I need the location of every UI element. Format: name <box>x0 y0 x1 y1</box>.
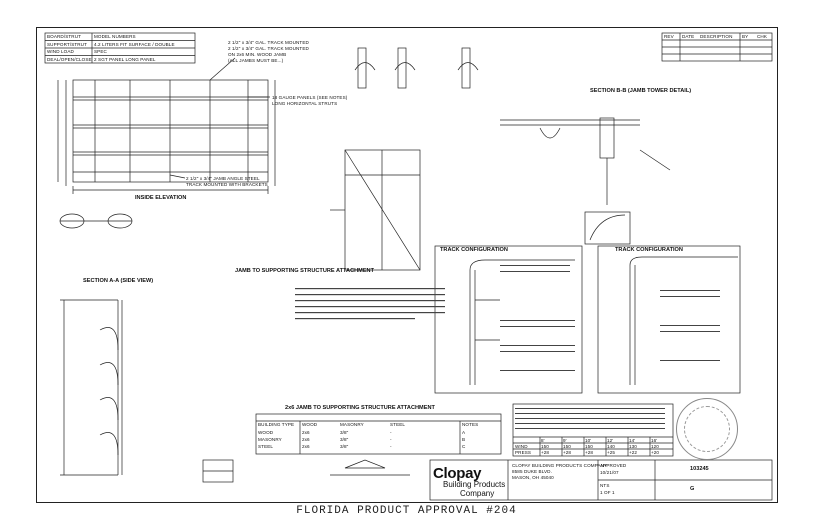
spec-header: 14' <box>629 438 636 443</box>
table-cell: 3/8" <box>340 430 349 435</box>
spec-cell: +28 <box>563 450 572 455</box>
header-cell: WIND LOAD <box>47 49 74 54</box>
spec-header: 12' <box>607 438 614 443</box>
table-header: STEEL <box>390 422 406 427</box>
drawing-date: 10/21/07 <box>600 470 619 475</box>
rev-col: DESCRIPTION <box>700 34 733 39</box>
table-cell: - <box>390 437 392 442</box>
spec-cell: 120 <box>651 444 659 449</box>
table-header: WOOD <box>302 422 318 427</box>
header-cell: MODEL NUMBERS <box>94 34 136 39</box>
table-cell: B <box>462 437 466 442</box>
track-config-box-2 <box>597 245 741 394</box>
table-cell: STEEL <box>258 444 274 449</box>
rev-col: REV <box>664 34 674 39</box>
spec-cell: 150 <box>563 444 571 449</box>
drawing-sheet-number: 1 OF 1 <box>600 490 615 495</box>
header-cell: 4.2 LITERS FIT SURFACE / DOUBLE <box>94 41 175 47</box>
rev-col: BY <box>742 34 749 39</box>
note-line: 18 GAUGE PANELS (SEE NOTES) <box>272 95 348 100</box>
note-line: TRACK MOUNTED WITH BRACKETS <box>186 182 268 187</box>
company-address-2: 8585 DUKE BLVD. <box>512 469 552 474</box>
rev-col: CHK <box>757 34 767 39</box>
spec-cell: 150 <box>585 444 593 449</box>
spec-cell: +20 <box>651 450 660 455</box>
approved-label: APPROVED <box>600 463 627 468</box>
note-line: ON 2x6 MIN. WOOD JAMB <box>228 52 287 57</box>
drawing-number: 103245 <box>690 466 709 472</box>
spec-cell: +25 <box>607 450 616 455</box>
table-cell: C <box>462 444 466 449</box>
spec-cell: +28 <box>585 450 594 455</box>
header-cell: DEAL/OPEN/CLOSE <box>47 56 92 62</box>
spec-header: 10' <box>585 438 592 443</box>
note-line: (ALL JAMBS MUST BE...) <box>228 58 284 63</box>
table-cell: 2x6 <box>302 430 310 435</box>
footer-stamp: FLORIDA PRODUCT APPROVAL #204 <box>296 505 517 517</box>
engineer-seal <box>676 398 738 460</box>
inside-elevation-title: INSIDE ELEVATION <box>135 195 187 201</box>
table-cell: MASONRY <box>258 437 282 442</box>
note-line: 2 1/2" x 3/4" GAL. TRACK MOUNTED <box>228 40 309 45</box>
note-line: LONG HORIZONTAL STRUTS <box>272 101 338 106</box>
spec-cell: PRESS <box>515 450 532 455</box>
spec-cell: +28 <box>541 450 550 455</box>
company-address: CLOPAY BUILDING PRODUCTS COMPANY <box>512 463 608 468</box>
table-cell: A <box>462 430 466 435</box>
rev-col: DATE <box>682 34 695 39</box>
table-header: BUILDING TYPE <box>258 422 295 427</box>
note-line: 2 1/2" x 3/4" GAL. TRACK MOUNTED <box>228 46 309 51</box>
spec-cell: +22 <box>629 450 638 455</box>
table-cell: - <box>390 444 392 449</box>
header-cell: 2 SGT PANEL LONG PANEL <box>94 56 156 62</box>
spec-cell: 150 <box>541 444 549 449</box>
clopay-logo: Clopay <box>433 465 482 482</box>
jamb-table-title: 2x6 JAMB TO SUPPORTING STRUCTURE ATTACHM… <box>285 405 435 411</box>
table-cell: 3/8" <box>340 444 349 449</box>
table-cell: - <box>390 430 392 435</box>
spec-header: 16' <box>651 438 658 443</box>
track-config-box <box>434 245 583 394</box>
track-config-title-2: TRACK CONFIGURATION <box>615 247 683 253</box>
company-address-3: MASON, OH 45040 <box>512 475 554 480</box>
company-line-1: Building Products <box>443 480 506 489</box>
spec-header: 8' <box>541 438 545 443</box>
note-line: 2 1/2" x 3/4" JAMB ANGLE STEEL <box>186 176 260 181</box>
table-cell: 3/8" <box>340 437 349 442</box>
spec-cell: 130 <box>629 444 637 449</box>
table-header: NOTES <box>462 422 479 427</box>
spec-cell: WIND <box>515 444 528 449</box>
table-header: MASONRY <box>340 422 364 427</box>
spec-cell: 140 <box>607 444 615 449</box>
header-cell: SPEC <box>94 49 107 54</box>
door-outline <box>72 79 269 183</box>
track-config-title: TRACK CONFIGURATION <box>440 247 508 253</box>
engineer-seal-inner <box>684 406 730 452</box>
header-cell: SUPPORT/STRUT <box>47 41 88 47</box>
drawing-revision: G <box>690 486 695 492</box>
section-a-title: SECTION A-A (SIDE VIEW) <box>83 278 154 284</box>
jamb-attachment-title: JAMB TO SUPPORTING STRUCTURE ATTACHMENT <box>235 268 375 274</box>
section-b-title: SECTION B-B (JAMB TOWER DETAIL) <box>590 88 692 94</box>
table-cell: WOOD <box>258 430 274 435</box>
company-line-2: Company <box>460 489 495 498</box>
table-cell: 2x6 <box>302 444 310 449</box>
drawing-scale: NTS <box>600 483 610 488</box>
header-cell: BOARD/STRUT <box>47 34 82 39</box>
table-cell: 2x6 <box>302 437 310 442</box>
spec-header: 9' <box>563 438 567 443</box>
